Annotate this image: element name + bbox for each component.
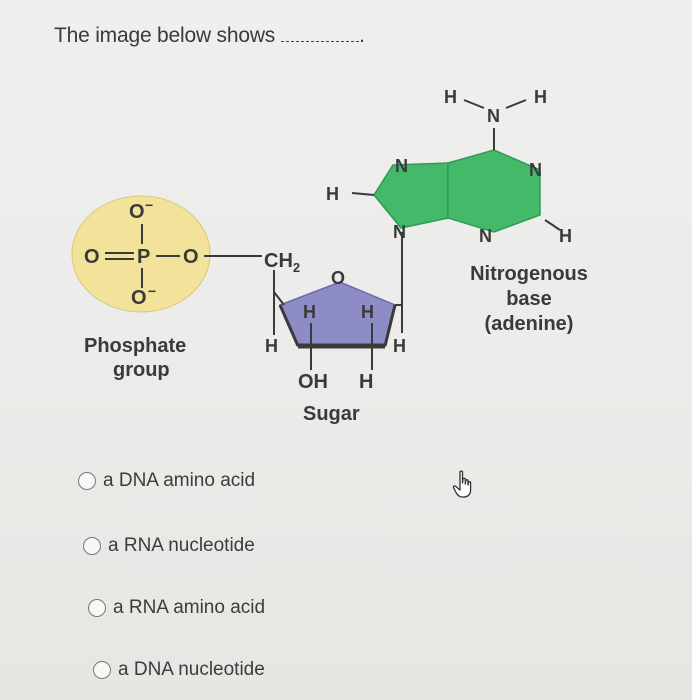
radio-button[interactable] [93, 661, 111, 679]
sugar-h-left-down: H [265, 336, 278, 356]
base-bonds [351, 99, 561, 231]
option-label: a DNA nucleotide [118, 659, 265, 680]
option-rna-amino-acid[interactable]: a RNA amino acid [88, 597, 265, 619]
blank-period: . [359, 24, 365, 47]
option-label: a RNA nucleotide [108, 535, 255, 556]
radio-button[interactable] [78, 472, 96, 490]
radio-button[interactable] [83, 537, 101, 555]
base-n3: N [479, 226, 492, 246]
nucleotide-diagram: O − O P O O − Phosphate group CH2 O H [71, 87, 588, 425]
base-h-c2: H [559, 226, 572, 246]
phosphate-o-top: O [129, 201, 145, 223]
sugar-h-bottom: H [359, 371, 373, 393]
phosphate-o-bottom: O [131, 287, 147, 309]
sugar-oh: OH [298, 371, 328, 393]
base-n7: N [395, 156, 408, 176]
phosphate-o-left: O [84, 246, 100, 268]
hand-cursor-icon [452, 470, 472, 498]
phosphate-charge-top: − [145, 197, 153, 213]
phosphate-label: Phosphate [84, 335, 186, 357]
answer-blank [281, 27, 360, 42]
question-text: The image below shows. [54, 24, 365, 48]
sugar-label: Sugar [303, 403, 360, 425]
base-amino-h-left: H [444, 87, 457, 107]
sugar-h-left-up: H [303, 302, 316, 322]
option-dna-amino-acid[interactable]: a DNA amino acid [78, 470, 255, 492]
sugar-ring-o: O [331, 268, 345, 288]
option-rna-nucleotide[interactable]: a RNA nucleotide [83, 535, 255, 557]
base-n1: N [529, 160, 542, 180]
base-amino-n: N [487, 106, 500, 126]
base-label-line2: base [506, 288, 552, 310]
sugar-ring [278, 281, 396, 347]
radio-button[interactable] [88, 599, 106, 617]
option-label: a DNA amino acid [103, 470, 256, 491]
base-n9: N [393, 222, 406, 242]
option-dna-nucleotide[interactable]: a DNA nucleotide [93, 659, 265, 681]
base-label-line3: (adenine) [485, 313, 574, 335]
phosphate-charge-bottom: − [148, 283, 156, 299]
phosphate-p: P [137, 246, 150, 268]
sugar-side-bonds [273, 232, 403, 370]
sugar-bonds [278, 304, 397, 349]
phosphate-circle [71, 195, 211, 313]
phosphate-bonds [105, 224, 262, 288]
base-five-ring [373, 162, 449, 229]
base-label: Nitrogenous [470, 263, 588, 285]
option-label: a RNA amino acid [113, 597, 266, 618]
base-six-ring [447, 149, 541, 233]
question-prompt: The image below shows [54, 24, 276, 47]
phosphate-label-line2: group [113, 359, 170, 381]
base-h-side: H [326, 184, 339, 204]
base-amino-h-right: H [534, 87, 547, 107]
sugar-h-right-up: H [361, 302, 374, 322]
sugar-h-right-down: H [393, 336, 406, 356]
phosphate-o-right: O [183, 246, 199, 268]
sugar-ch2: CH2 [264, 250, 300, 275]
